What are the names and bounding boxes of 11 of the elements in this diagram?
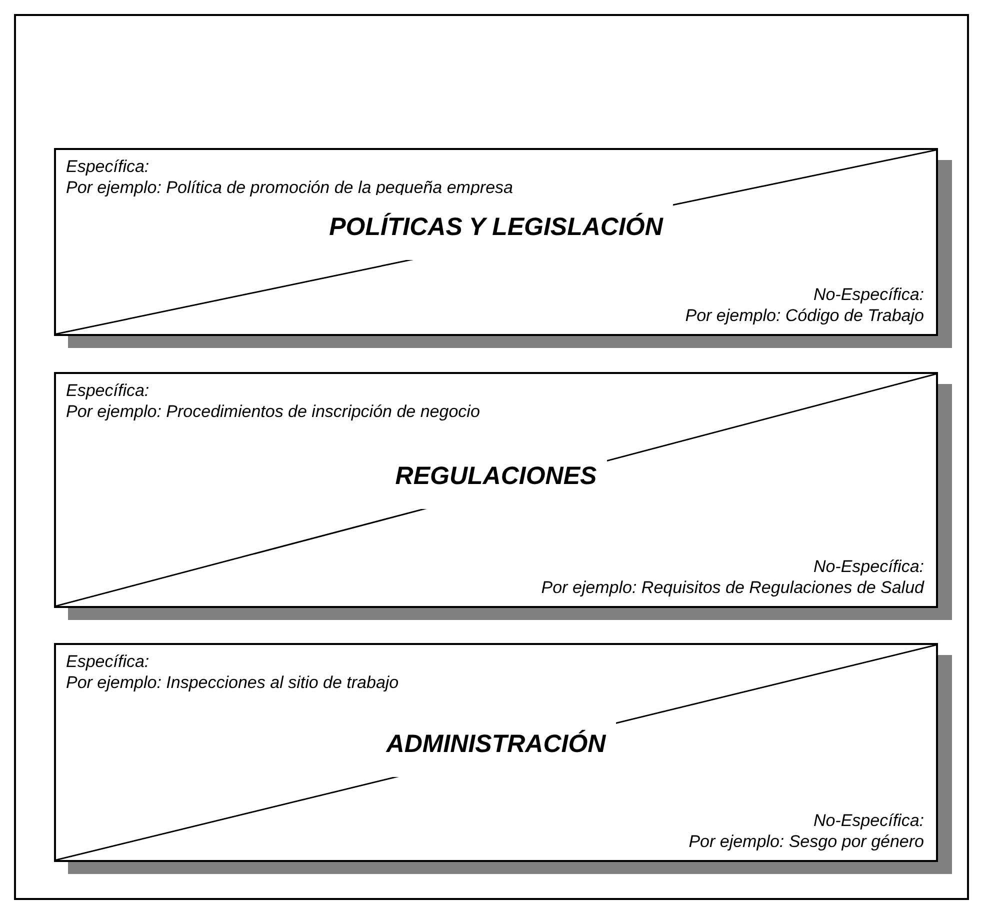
nonspecific-heading: No-Específica: [813, 556, 924, 577]
specific-example: Por ejemplo: Inspecciones al sitio de trabajo [66, 672, 399, 693]
nonspecific-example: Por ejemplo: Código de Trabajo [685, 305, 924, 326]
nonspecific-example: Por ejemplo: Sesgo por género [688, 831, 924, 852]
specific-heading: Específica: [66, 651, 150, 672]
nonspecific-heading: No-Específica: [813, 810, 924, 831]
nonspecific-heading: No-Específica: [813, 284, 924, 305]
specific-example: Por ejemplo: Procedimientos de inscripción de negocio [66, 401, 480, 422]
specific-heading: Específica: [66, 380, 150, 401]
specific-heading: Específica: [66, 156, 150, 177]
nonspecific-example: Por ejemplo: Requisitos de Regulaciones de Salud [541, 577, 924, 598]
